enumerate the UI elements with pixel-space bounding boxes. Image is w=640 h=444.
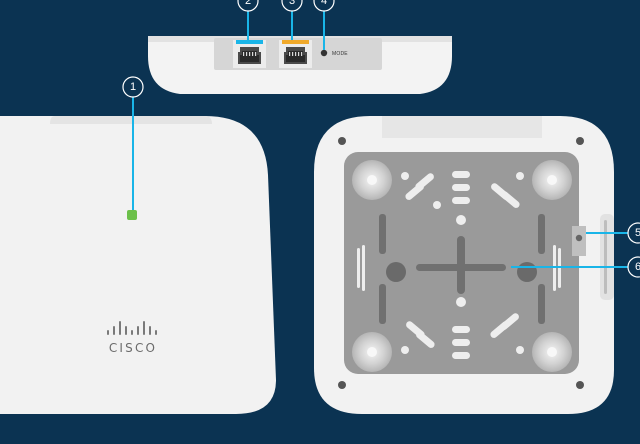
side-connector-slot <box>604 220 607 294</box>
callout-1-label: 1 <box>130 81 136 93</box>
mounting-caps <box>352 160 572 372</box>
mode-label: MODE <box>332 51 348 57</box>
ethernet-port-2 <box>279 40 312 68</box>
brand-name: CISCO <box>109 341 157 355</box>
device-front-view: CISCO <box>0 116 276 414</box>
vent-slots <box>357 171 561 359</box>
callout-3-label: 3 <box>289 0 295 7</box>
callout-1: 1 <box>122 76 144 98</box>
callout-6: 6 <box>627 256 640 278</box>
back-view-top-tab <box>382 116 542 138</box>
port-2-indicator <box>282 40 309 44</box>
ethernet-port-1 <box>233 40 266 68</box>
device-side-view: MODE <box>148 36 452 94</box>
callout-markers: 1 2 3 4 5 6 <box>122 0 640 278</box>
callout-4: 4 <box>313 0 335 12</box>
callout-2-label: 2 <box>245 0 251 7</box>
cisco-logo-icon <box>107 321 157 335</box>
port-1-indicator <box>236 40 263 44</box>
front-view-body <box>0 116 276 414</box>
mode-button <box>320 49 328 57</box>
corner-screws <box>338 137 584 389</box>
callout-6-label: 6 <box>635 261 640 273</box>
front-view-top-notch <box>50 116 212 124</box>
mounting-cross <box>379 214 545 324</box>
callout-3: 3 <box>281 0 303 12</box>
callout-2: 2 <box>237 0 259 12</box>
callout-4-label: 4 <box>321 0 327 7</box>
callout-5: 5 <box>627 222 640 244</box>
callout-5-label: 5 <box>635 227 640 239</box>
device-back-view <box>314 116 614 414</box>
status-led <box>127 210 137 220</box>
security-slot-screw <box>575 234 583 242</box>
callout-lines <box>132 10 630 268</box>
